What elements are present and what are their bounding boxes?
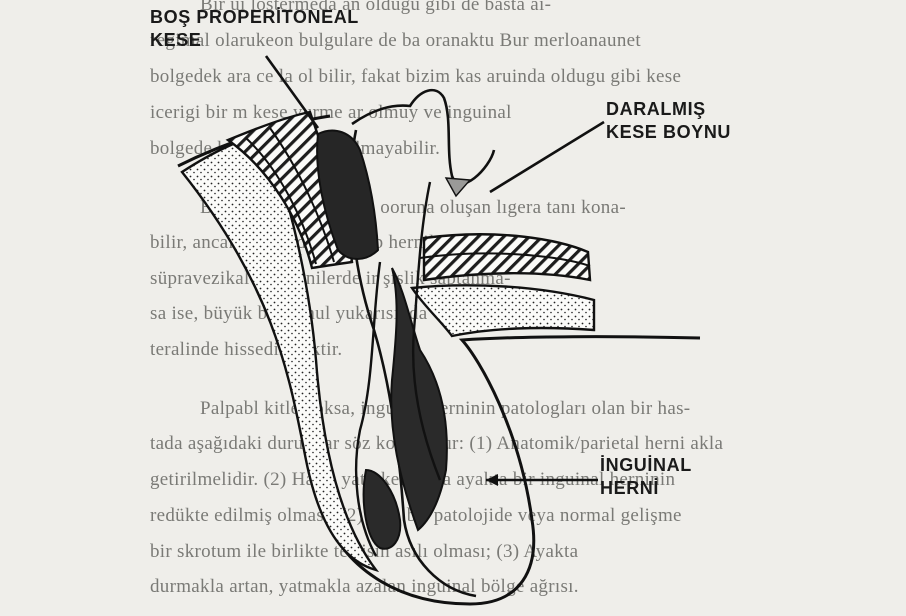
label-neck-line1: DARALMIŞ [606, 98, 731, 121]
label-empty-sac-line1: BOŞ PROPERİTONEAL [150, 6, 359, 29]
neck-marker [446, 178, 470, 196]
label-empty-sac-line2: KESE [150, 29, 359, 52]
leader-line-neck [490, 122, 604, 192]
hernia-sac-lower [364, 470, 401, 549]
label-hernia-line2: HERNİ [600, 477, 692, 500]
label-narrowed-sac-neck: DARALMIŞ KESE BOYNU [606, 98, 731, 144]
label-inguinal-hernia: İNGUİNAL HERNİ [600, 454, 692, 500]
label-empty-preperitoneal-sac: BOŞ PROPERİTONEAL KESE [150, 6, 359, 52]
label-hernia-line1: İNGUİNAL [600, 454, 692, 477]
stippled-layer-right [412, 285, 594, 336]
hatched-muscle-right [424, 234, 590, 280]
label-neck-line2: KESE BOYNU [606, 121, 731, 144]
